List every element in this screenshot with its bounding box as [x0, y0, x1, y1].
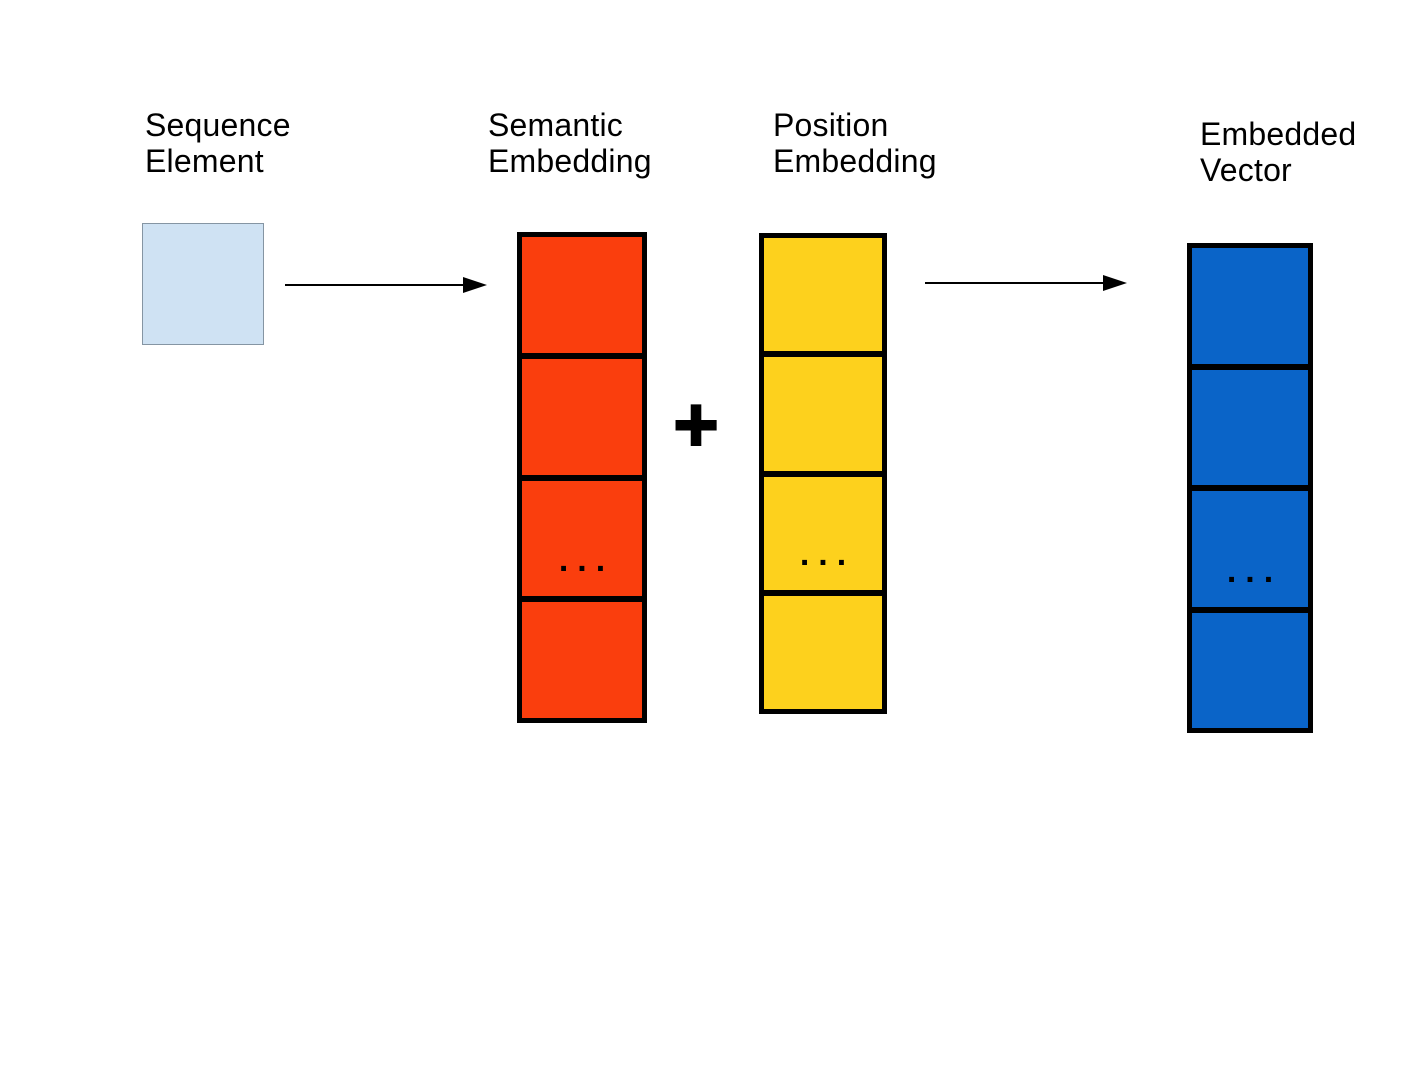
- label-position-embedding: Position Embedding: [773, 107, 937, 179]
- vector-cell-ellipsis: ...: [764, 470, 882, 590]
- vector-cell: [522, 352, 642, 475]
- vector-cell: [764, 351, 882, 470]
- label-line: Embedded: [1200, 116, 1357, 152]
- ellipsis-text: ...: [1226, 551, 1283, 590]
- arrow-sequence-to-semantic-shaft: [285, 284, 465, 286]
- label-sequence-element: Sequence Element: [145, 107, 291, 179]
- label-line: Sequence: [145, 107, 291, 143]
- arrow-sequence-to-semantic-head-icon: [463, 277, 487, 293]
- vector-cell: [1192, 363, 1308, 486]
- label-line: Element: [145, 143, 264, 179]
- sequence-element-box: [142, 223, 264, 345]
- vector-cell: [522, 237, 642, 353]
- vector-cell-ellipsis: ...: [1192, 485, 1308, 607]
- vector-cell: [764, 238, 882, 351]
- vector-cell-ellipsis: ...: [522, 474, 642, 597]
- label-semantic-embedding: Semantic Embedding: [488, 107, 652, 179]
- ellipsis-text: ...: [558, 541, 615, 580]
- semantic-embedding-vector: ...: [517, 232, 647, 723]
- label-line: Semantic: [488, 107, 623, 143]
- ellipsis-text: ...: [799, 534, 856, 573]
- label-line: Embedding: [488, 143, 652, 179]
- vector-cell: [522, 596, 642, 718]
- label-embedded-vector: Embedded Vector: [1200, 116, 1356, 188]
- label-line: Vector: [1200, 152, 1292, 188]
- plus-operator: +: [672, 380, 720, 468]
- vector-cell: [1192, 606, 1308, 729]
- arrow-position-to-embedded-shaft: [925, 282, 1105, 284]
- arrow-position-to-embedded-head-icon: [1103, 275, 1127, 291]
- position-embedding-vector: ...: [759, 233, 887, 714]
- label-line: Position: [773, 107, 889, 143]
- embedded-vector: ...: [1187, 243, 1313, 733]
- vector-cell: [764, 589, 882, 709]
- vector-cell: [1192, 248, 1308, 364]
- label-line: Embedding: [773, 143, 937, 179]
